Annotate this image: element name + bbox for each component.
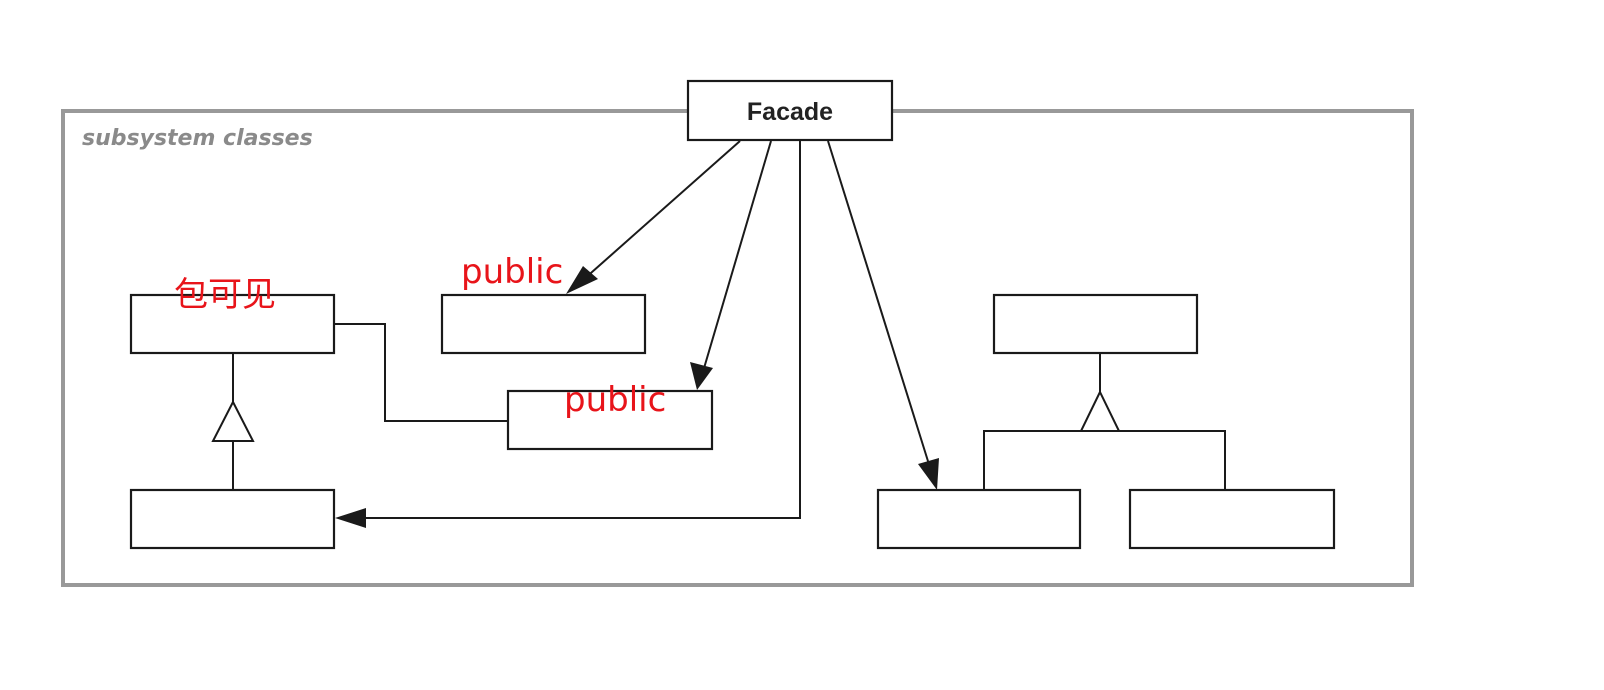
middle-public-class-box: [506, 389, 714, 451]
facade-to-public-class-arrow: [582, 140, 741, 281]
facade-to-right-class-arrowhead: [918, 458, 939, 490]
facade-label: Facade: [747, 98, 833, 126]
facade-to-right-class-arrow: [827, 140, 933, 475]
facade-to-middle-class-arrowhead: [690, 362, 713, 390]
right-base-class-box: [992, 293, 1199, 355]
facade-class-box: [686, 79, 894, 142]
left-subclass-box: [129, 488, 336, 550]
subsystem-label: subsystem classes: [82, 126, 313, 151]
left-inheritance-triangle: [211, 399, 255, 442]
annotation-public-top: public: [461, 252, 563, 292]
right-inheritance-branch: [983, 430, 1226, 490]
annotation-package-visible: 包可见: [174, 275, 276, 315]
package-class-box: [129, 293, 336, 355]
facade-to-subclass-arrowhead: [335, 508, 366, 528]
right-subclass-a-box: [876, 488, 1082, 550]
facade-to-public-class-arrowhead: [566, 266, 598, 294]
right-inheritance-triangle: [1079, 389, 1121, 432]
facade-to-middle-class-arrow: [701, 140, 772, 376]
facade-to-subclass-connector: [350, 141, 801, 519]
annotation-public-middle: public: [564, 380, 666, 420]
right-subclass-b-box: [1128, 488, 1336, 550]
public-class-box: [440, 293, 647, 355]
package-class-association: [334, 323, 508, 422]
